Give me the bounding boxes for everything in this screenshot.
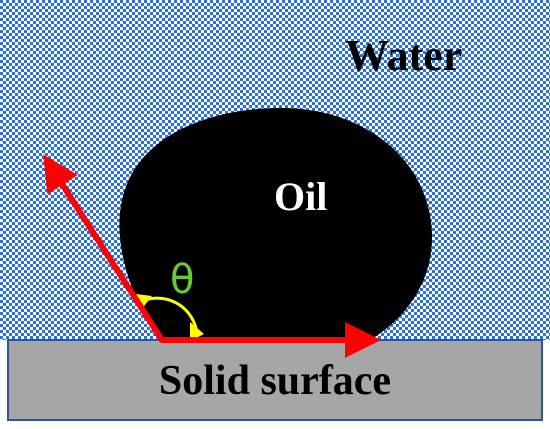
angle-label: θ	[170, 257, 194, 303]
oil-droplet	[119, 107, 433, 340]
surface-tension-vector	[43, 154, 165, 343]
oil-label: Oil	[274, 174, 327, 219]
solid-surface	[8, 340, 542, 420]
solid-surface-label: Solid surface	[159, 358, 391, 404]
water-label: Water	[345, 31, 462, 80]
angle-arc-arrowhead-bottom	[190, 322, 204, 341]
